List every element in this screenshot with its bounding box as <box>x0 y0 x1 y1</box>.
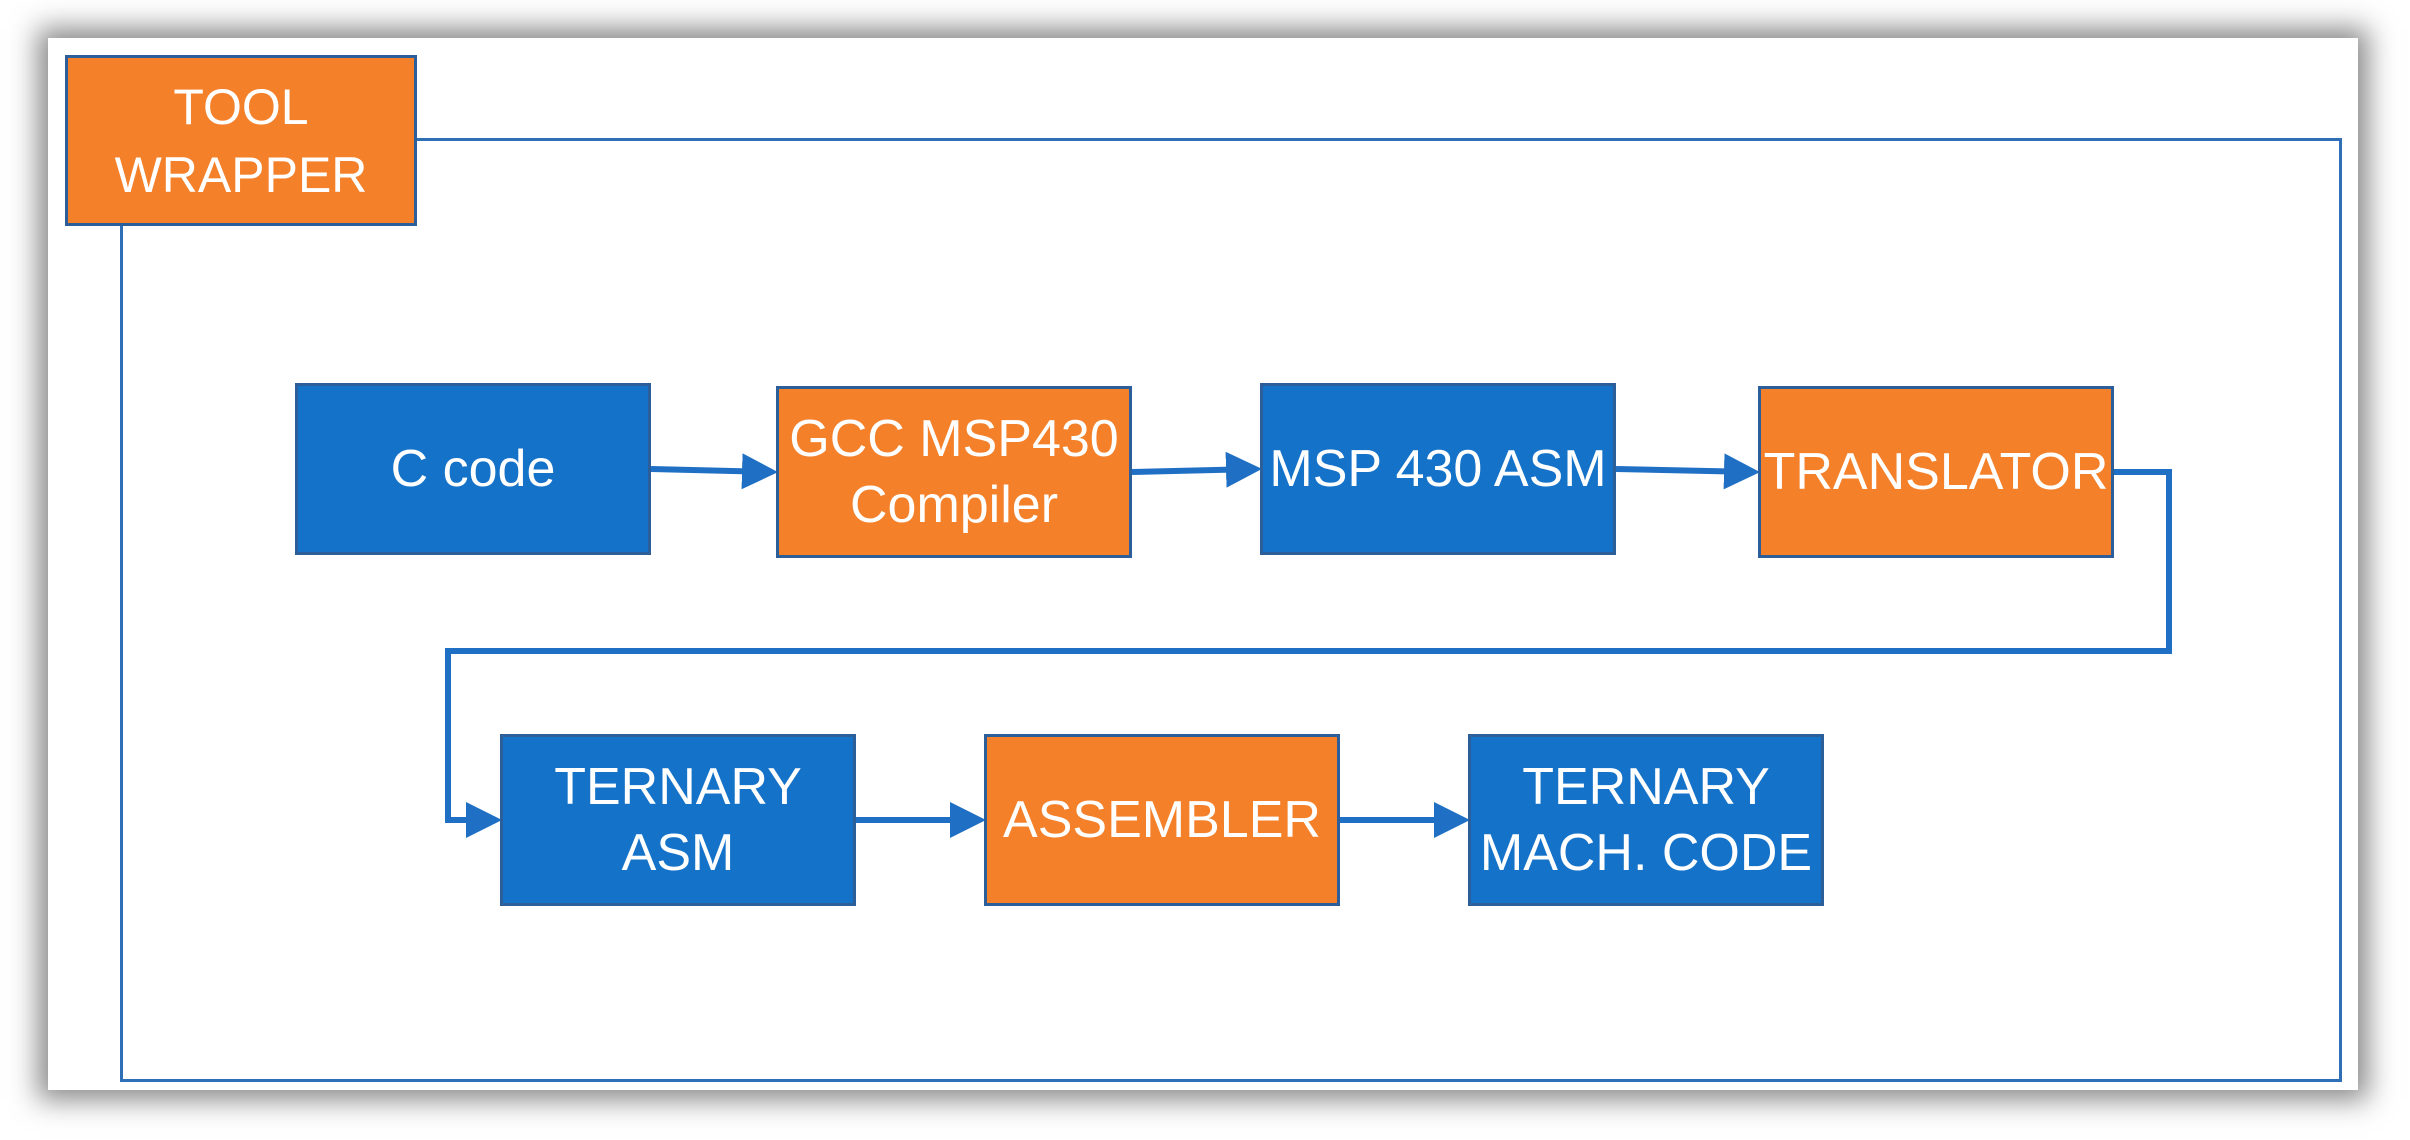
tool-wrapper-label-line2: WRAPPER <box>114 146 368 203</box>
node-ternary-asm-line1: TERNARY <box>554 758 802 816</box>
node-assembler-line1: ASSEMBLER <box>1003 791 1321 849</box>
node-ternary-asm-line2: ASM <box>621 824 735 882</box>
node-gcc-compiler-line2: Compiler <box>849 476 1059 534</box>
node-translator-line1: TRANSLATOR <box>1763 443 2109 501</box>
node-c-code: C code <box>295 383 651 555</box>
node-gcc-compiler-line1: GCC MSP430 <box>789 410 1119 468</box>
arrow-gcc-compiler-to-msp430-asm <box>1131 451 1262 488</box>
node-c-code-line1: C code <box>390 440 556 498</box>
node-msp430-asm: MSP 430 ASM <box>1260 383 1616 555</box>
node-ternary-asm: TERNARY ASM <box>500 734 856 906</box>
node-ternary-mach-code-line2: MACH. CODE <box>1479 824 1813 882</box>
node-ternary-mach-code-line1: TERNARY <box>1522 758 1770 816</box>
tool-wrapper-border <box>120 138 2342 1082</box>
arrow-msp430-asm-to-translator <box>1615 453 1760 490</box>
arrow-translator-to-ternary-asm <box>445 469 2172 838</box>
node-msp430-asm-line1: MSP 430 ASM <box>1269 440 1607 498</box>
node-translator: TRANSLATOR <box>1758 386 2114 558</box>
edge-layer <box>445 451 2172 838</box>
tool-wrapper-label: TOOL WRAPPER <box>65 55 417 226</box>
arrow-c-code-to-gcc-compiler <box>650 453 778 490</box>
node-gcc-compiler: GCC MSP430 Compiler <box>776 386 1132 558</box>
node-ternary-mach-code: TERNARY MACH. CODE <box>1468 734 1824 906</box>
node-assembler: ASSEMBLER <box>984 734 1340 906</box>
diagram-frame <box>48 38 2358 1090</box>
tool-wrapper-label-line1: TOOL <box>173 78 309 135</box>
